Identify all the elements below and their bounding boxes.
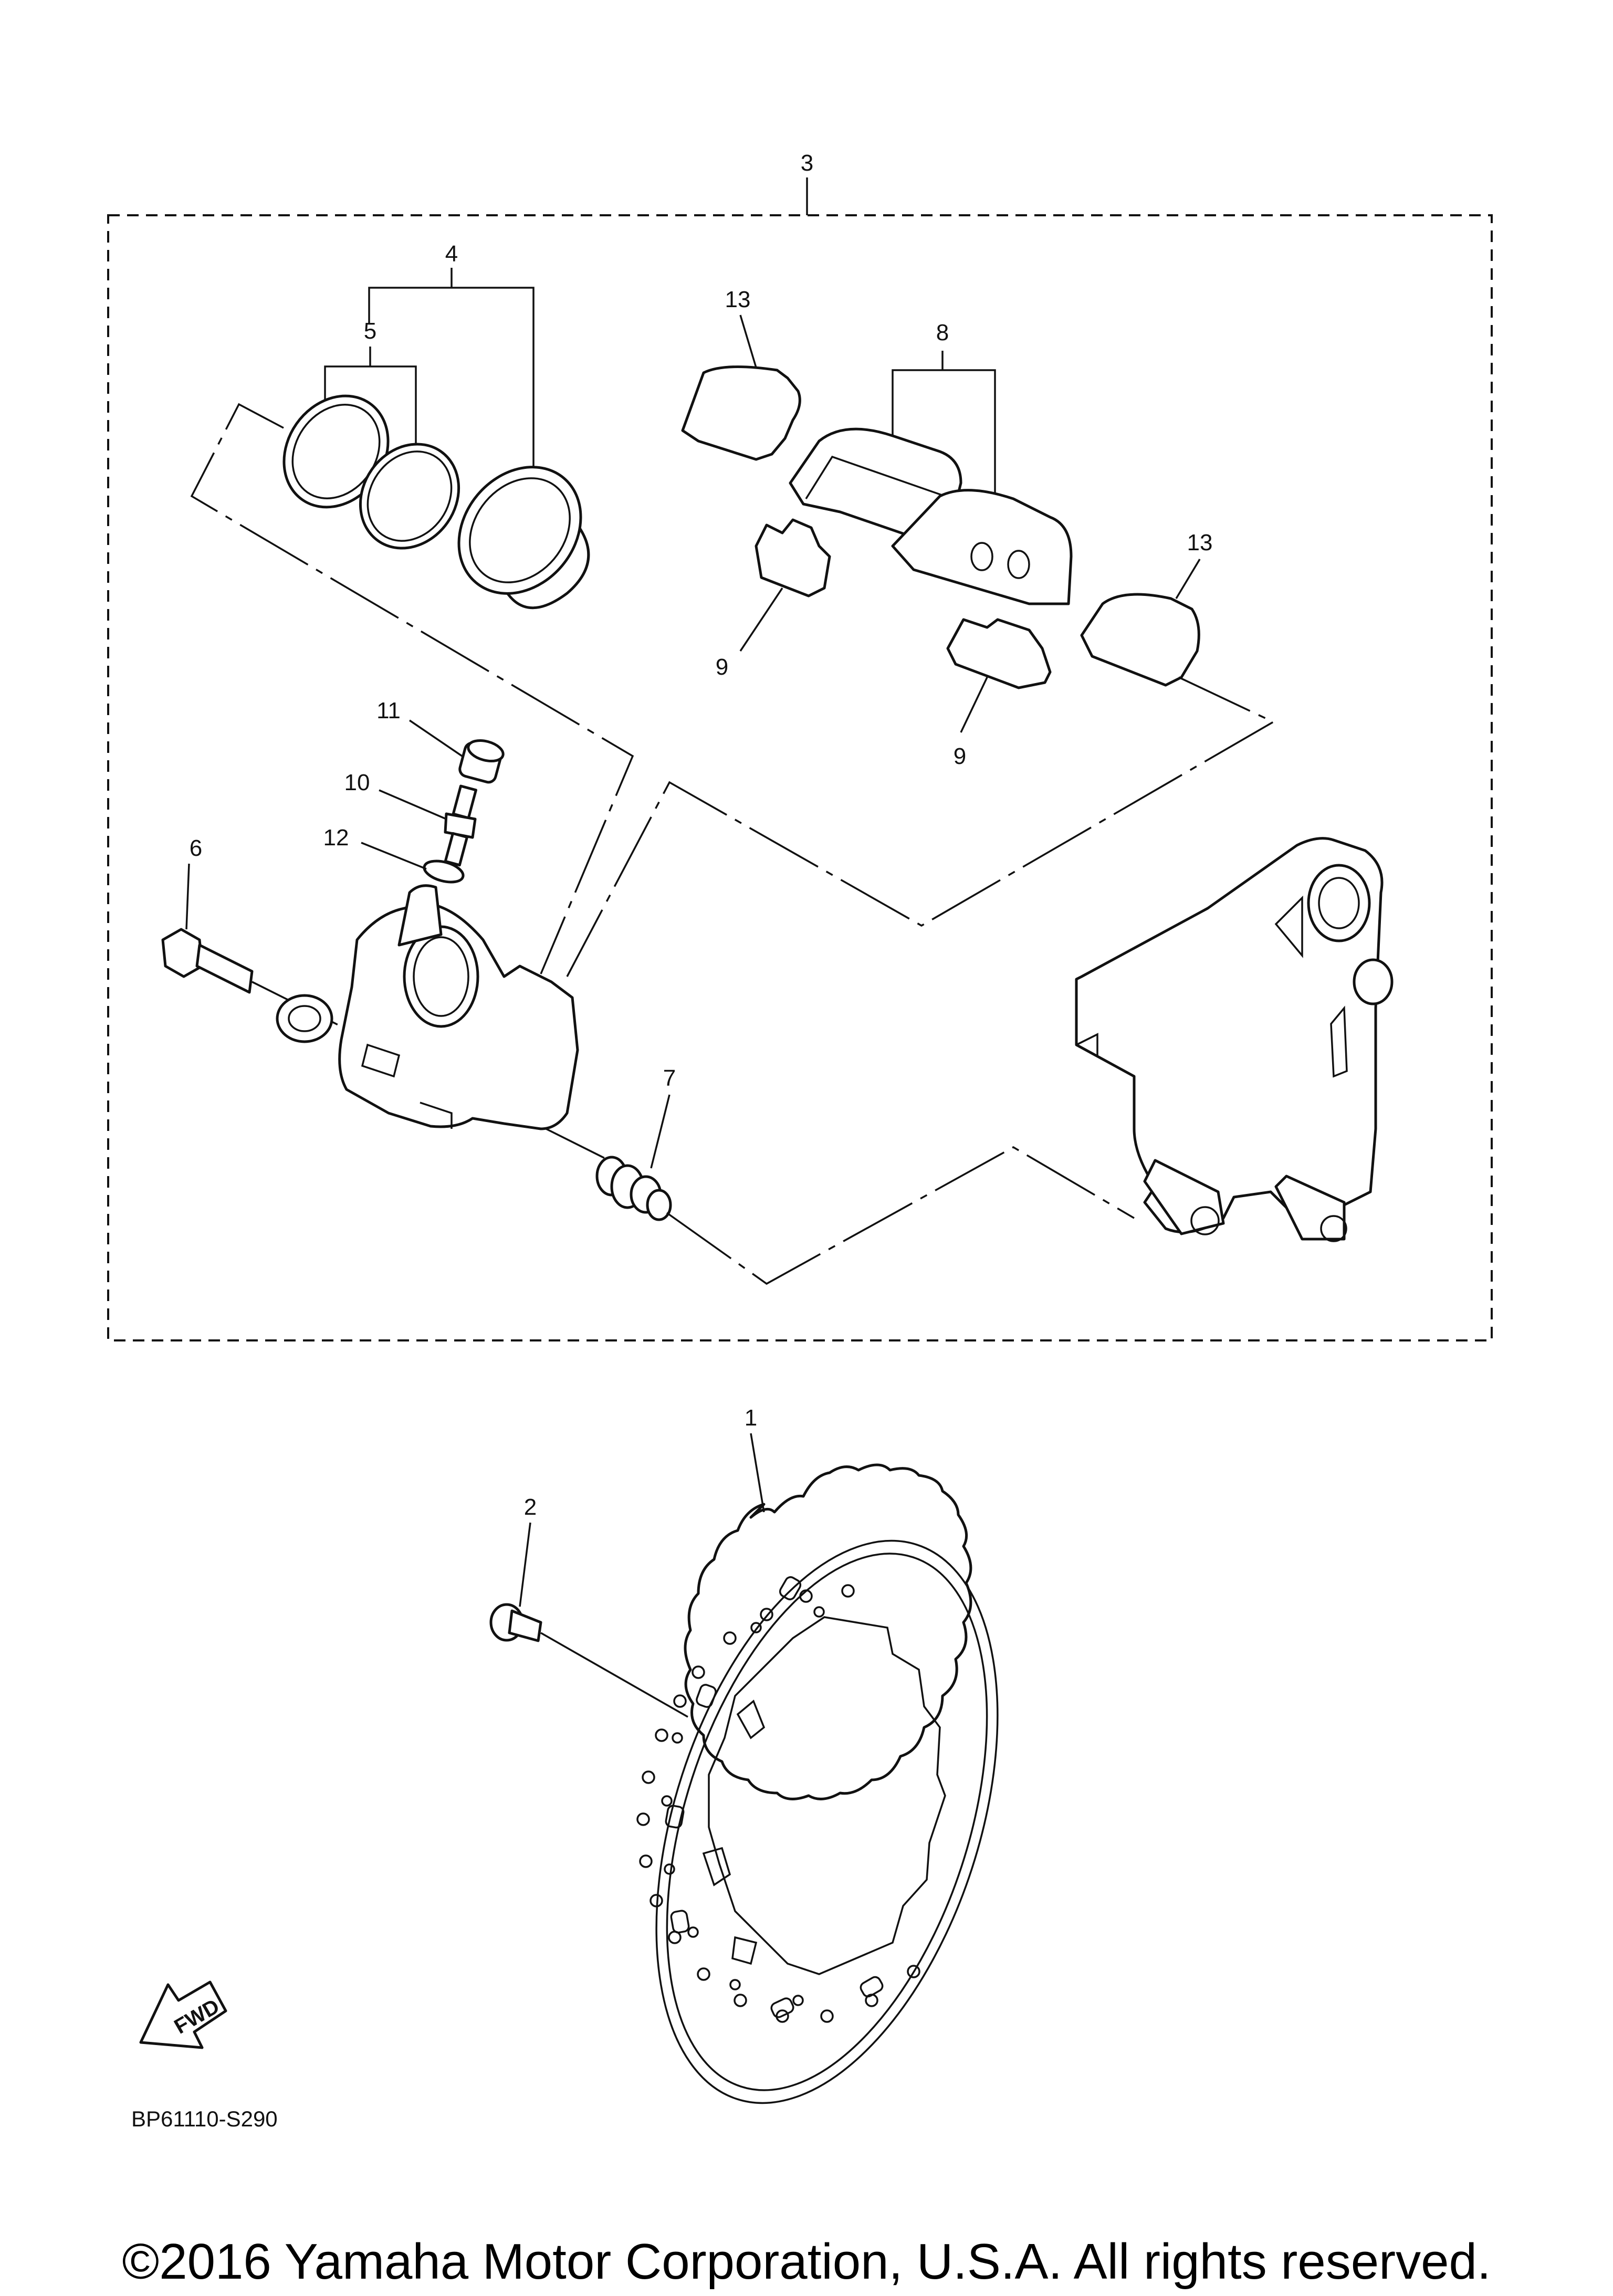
callout-13-left: 13: [725, 287, 751, 312]
callout-2: 2: [524, 1494, 537, 1520]
callout-7: 7: [663, 1065, 676, 1091]
leader-7: [650, 1094, 671, 1169]
disc-bolt: [489, 1603, 542, 1642]
caliper-body: [276, 884, 579, 1130]
leader-6: [185, 863, 190, 930]
pin-boot: [595, 1156, 672, 1221]
callout-9-left: 9: [716, 654, 728, 680]
brake-pad-inner: [789, 427, 962, 542]
caliper-bolt: [161, 928, 254, 994]
leader-1: [750, 1433, 765, 1513]
bleed-cap: [458, 739, 505, 784]
pad-spring-right: [946, 618, 1052, 689]
pad-shim-right: [1080, 593, 1200, 687]
callout-8: 8: [936, 320, 949, 345]
pad-spring-left: [755, 518, 831, 597]
caliper-bracket: [1075, 837, 1394, 1242]
leader-2: [519, 1522, 531, 1607]
assembly-line-boot: [666, 1146, 1135, 1285]
leader-9-left: [739, 588, 783, 652]
callout-6: 6: [190, 835, 202, 861]
callout-4: 4: [445, 241, 458, 267]
callout-3: 3: [801, 150, 813, 176]
callout-1: 1: [745, 1405, 757, 1431]
leader-10: [379, 789, 447, 820]
assembly-boundary: [107, 214, 1493, 1341]
bleed-screw: [444, 784, 477, 867]
brake-disc: [636, 1463, 999, 2104]
callout-11: 11: [376, 698, 401, 724]
caliper-piston: [457, 466, 590, 610]
assembly-line-pads: [566, 676, 1275, 977]
leader-13-right: [1175, 559, 1201, 599]
brake-pad-outer: [891, 489, 1073, 605]
leader-13-left: [739, 314, 757, 368]
dust-seal: [359, 443, 460, 550]
diagram-code: BP61110-S290: [131, 2106, 278, 2131]
copyright-notice: ©2016 Yamaha Motor Corporation, U.S.A. A…: [122, 2234, 1491, 2290]
washer: [423, 859, 465, 884]
pad-shim-left: [681, 365, 801, 461]
leader-12: [361, 842, 427, 870]
callout-13-right: 13: [1187, 530, 1213, 555]
callout-5: 5: [364, 318, 376, 344]
leader-11: [409, 719, 463, 757]
leader-9-right: [960, 677, 988, 733]
forward-arrow-icon: FWD: [139, 1980, 227, 2049]
assembly-line-piston: [190, 403, 634, 974]
callout-12: 12: [323, 825, 349, 851]
callout-10: 10: [344, 770, 370, 795]
bolt-axis-disc: [540, 1632, 688, 1718]
leader-8: [892, 369, 996, 501]
callout-9-right: 9: [954, 743, 966, 769]
